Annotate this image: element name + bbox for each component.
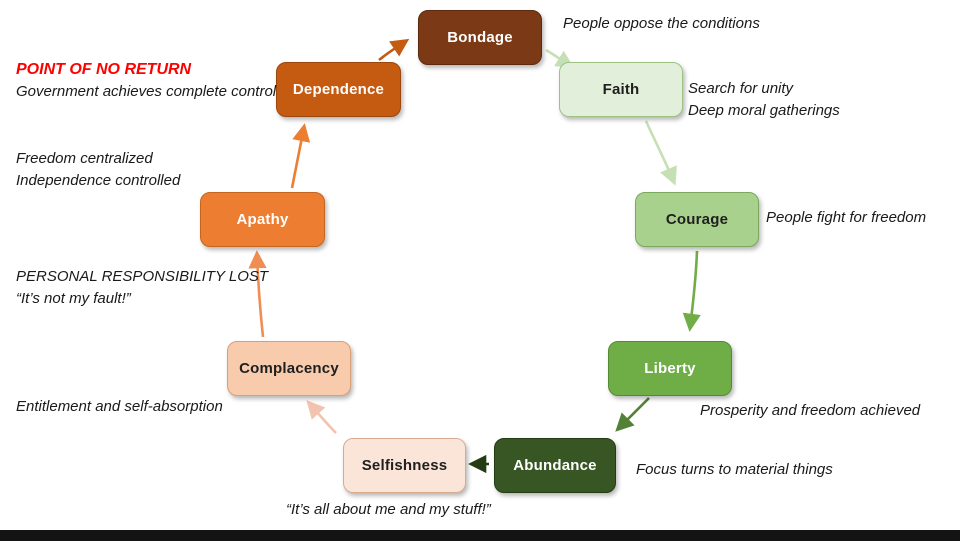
node-bondage: Bondage (418, 10, 542, 65)
arrow-dependence-to-bondage (378, 38, 410, 62)
arrow-faith-to-courage (644, 120, 677, 186)
node-bondage-label: Bondage (447, 29, 513, 46)
node-abundance-label: Abundance (513, 457, 597, 474)
annotation-apathy-line1: PERSONAL RESPONSIBILITY LOST (16, 268, 269, 285)
bottom-bar (0, 530, 960, 541)
node-faith-label: Faith (602, 81, 640, 98)
node-liberty-label: Liberty (644, 360, 696, 377)
node-selfishness: Selfishness (343, 438, 466, 493)
node-dependence-label: Dependence (292, 81, 385, 98)
node-apathy: Apathy (200, 192, 325, 247)
node-courage: Courage (635, 192, 759, 247)
node-liberty: Liberty (608, 341, 732, 396)
node-selfishness-label: Selfishness (361, 457, 448, 474)
annotation-faith: Search for unity Deep moral gatherings (688, 78, 840, 122)
arrow-liberty-to-abundance (615, 397, 650, 432)
annotation-apathy-line2: “It’s not my fault!” (16, 290, 131, 307)
annotation-point-of-no-return: POINT OF NO RETURN (16, 61, 192, 78)
node-complacency: Complacency (227, 341, 351, 396)
annotation-government-control: Government achieves complete control (16, 83, 277, 100)
annotation-apathy: PERSONAL RESPONSIBILITY LOST “It’s not m… (16, 266, 268, 310)
node-dependence: Dependence (276, 62, 401, 117)
annotation-selfishness: “It’s all about me and my stuff!” (286, 501, 491, 518)
annotation-faith-line2: Deep moral gatherings (688, 102, 840, 119)
node-faith: Faith (559, 62, 683, 117)
arrow-selfishness-to-complacency (306, 400, 337, 434)
node-complacency-label: Complacency (239, 360, 339, 377)
arrow-courage-to-liberty (682, 250, 701, 332)
annotation-abundance: Focus turns to material things (636, 461, 833, 478)
annotation-faith-line1: Search for unity (688, 80, 794, 97)
node-apathy-label: Apathy (236, 211, 289, 228)
arrow-apathy-to-dependence (290, 123, 311, 189)
annotation-freedom-centralized: Freedom centralized Independence control… (16, 148, 180, 192)
annotation-bondage: People oppose the conditions (563, 15, 760, 32)
annotation-complacency: Entitlement and self-absorption (16, 398, 223, 415)
annotation-freedom-line2: Independence controlled (16, 172, 181, 189)
annotation-freedom-line1: Freedom centralized (16, 150, 153, 167)
node-abundance: Abundance (494, 438, 616, 493)
node-courage-label: Courage (665, 211, 729, 228)
annotation-liberty: Prosperity and freedom achieved (700, 402, 921, 419)
annotation-courage: People fight for freedom (766, 209, 927, 226)
